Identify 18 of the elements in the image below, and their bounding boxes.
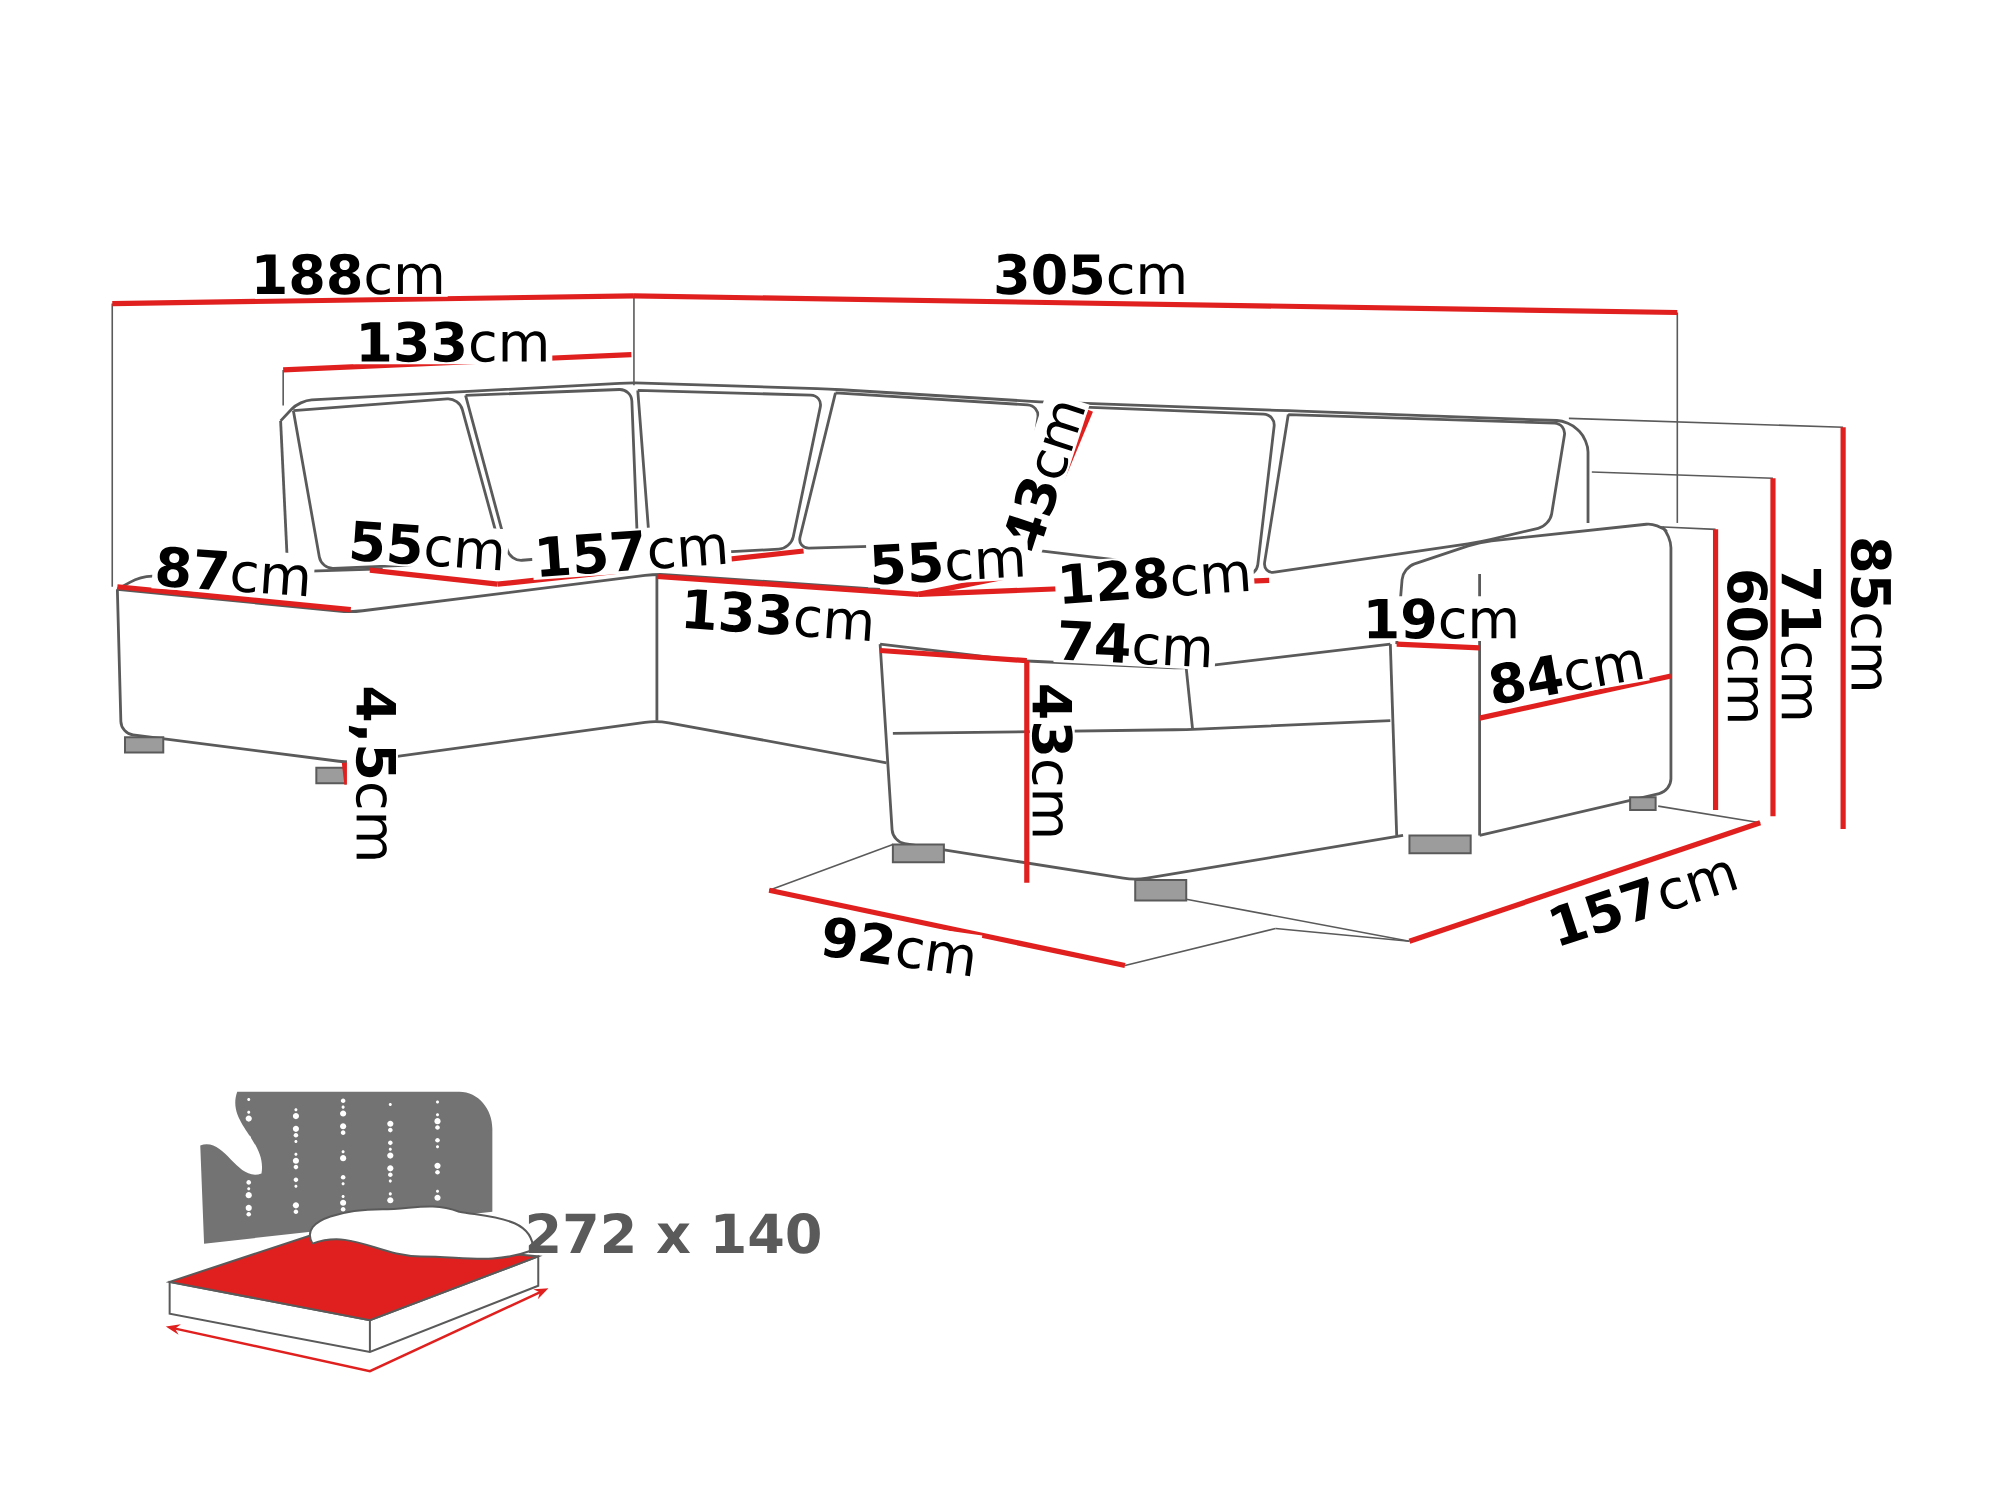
dimension-label: 188cm [248, 251, 448, 297]
dimension-label: 71cm [1778, 563, 1824, 725]
dimension-label: 4,5cm [346, 683, 398, 866]
dimension-label: 92cm [816, 913, 983, 980]
dimension-label: 43cm [1029, 680, 1075, 843]
dimension-label: 157cm [530, 522, 733, 580]
dimension-label: 87cm [151, 543, 316, 600]
dimension-label: 55cm [345, 518, 510, 574]
dimension-label: 19cm [1360, 596, 1523, 641]
dimension-label: 74cm [1053, 617, 1217, 671]
dimension-label: 133cm [677, 585, 879, 645]
dimension-label: 133cm [353, 319, 553, 365]
dimension-label: 60cm [1725, 565, 1770, 728]
dimension-label: 128cm [1053, 548, 1256, 608]
dimension-label: 85cm [1848, 534, 1894, 696]
dimension-label: 157cm [1541, 847, 1745, 951]
dimension-label: 305cm [991, 251, 1191, 297]
bed-size-label: 272 x 140 [528, 1213, 820, 1254]
